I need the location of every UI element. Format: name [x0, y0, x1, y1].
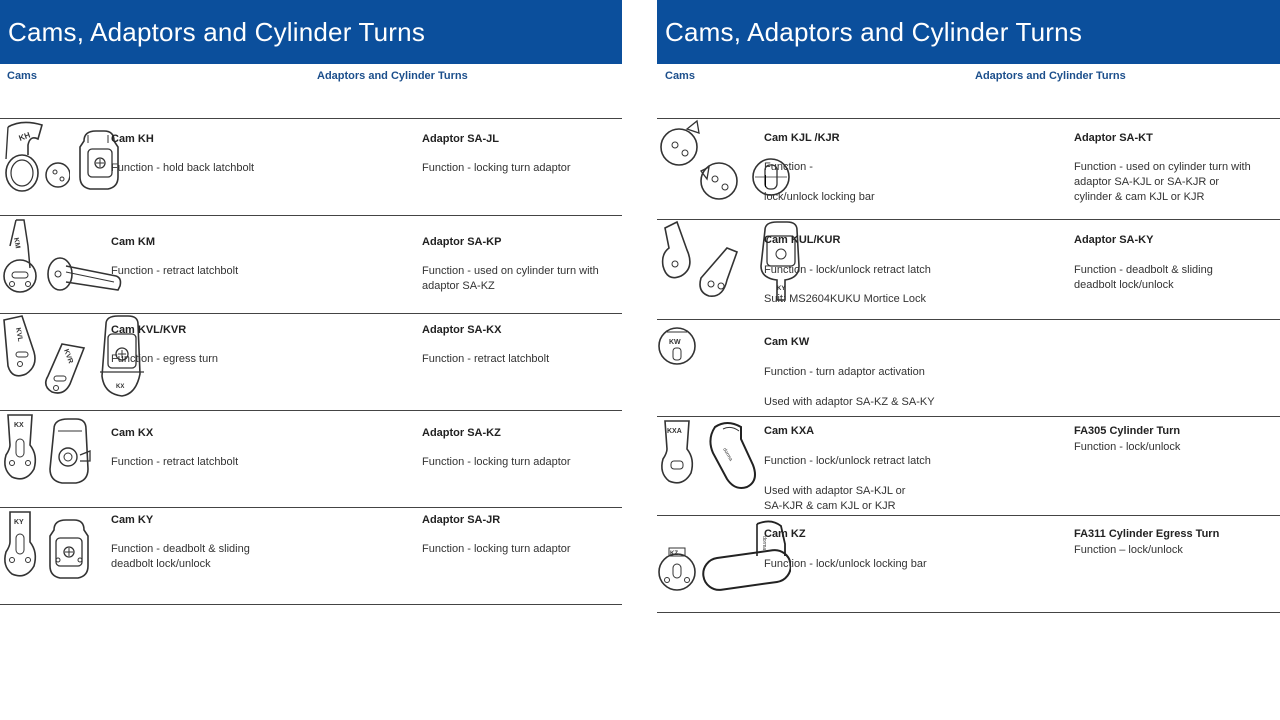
adaptors-heading: Adaptors and Cylinder Turns [975, 70, 1126, 82]
item-title: Adaptor SA-KZ [422, 427, 501, 439]
item-description: Function -lock/unlock locking bar [764, 161, 875, 203]
item-description: Function – lock/unlock [1074, 544, 1183, 556]
item-title: FA305 Cylinder Turn [1074, 425, 1181, 437]
item-description: Function - retract latchbolt [111, 265, 239, 277]
product-row: KVL KVR Cam KVL/KVR Function - egress tu… [0, 313, 622, 411]
cam-kw-drawing: KW [658, 327, 696, 365]
left-catalogue-page: Cams, Adaptors and Cylinder Turns Cams A… [0, 0, 622, 605]
adaptor-sa-kp-drawing [47, 257, 122, 291]
adaptors-heading: Adaptors and Cylinder Turns [317, 70, 468, 82]
cam-kvl-kvr-drawing: KVL KVR [3, 315, 86, 394]
cam-kw-mark: KW [669, 339, 681, 346]
right-catalogue-page: Cams, Adaptors and Cylinder Turns Cams A… [657, 0, 1280, 613]
cam-km-drawing: KM [3, 219, 37, 293]
item-title: Adaptor SA-JR [422, 514, 501, 526]
page-title-banner: Cams, Adaptors and Cylinder Turns [0, 0, 622, 64]
item-title: FA311 Cylinder Egress Turn [1074, 528, 1220, 540]
cam-kul-kur-drawing [661, 220, 739, 297]
item-title: Cam KJL /KJR [764, 132, 840, 144]
cam-kvr-mark: KVR [62, 348, 74, 364]
cam-kx-mark: KX [14, 422, 24, 429]
page-title-banner: Cams, Adaptors and Cylinder Turns [657, 0, 1280, 64]
item-title: Adaptor SA-KY [1074, 234, 1154, 246]
product-row: KW Cam KW Function - turn adaptor activa… [657, 319, 1280, 417]
item-title: Cam KW [764, 336, 810, 348]
cam-kxa-drawing: KXA [661, 420, 694, 484]
item-title: Adaptor SA-JL [422, 133, 499, 145]
adaptor-sa-kz-drawing [49, 418, 92, 484]
cam-kh-drawing: KH [5, 121, 71, 192]
item-title: Adaptor SA-KX [422, 324, 502, 336]
item-title: Cam KUL/KUR [764, 234, 841, 246]
item-description: Function - egress turn [111, 353, 218, 365]
item-description: Function - locking turn adaptor [422, 162, 571, 174]
cam-ky-drawing: KY [4, 511, 37, 577]
item-title: Cam KY [111, 514, 154, 526]
adaptor-sa-jl-drawing [79, 130, 120, 190]
item-description: Function - lock/unlock [1074, 441, 1181, 453]
adaptor-kx-mark: KX [116, 384, 124, 390]
column-headings: Cams Adaptors and Cylinder Turns [0, 64, 622, 100]
fa311-cylinder-egress-turn-drawing: dorma [702, 520, 793, 591]
cam-kvl-mark: KVL [14, 327, 23, 343]
item-description: Function - locking turn adaptor [422, 543, 571, 555]
item-description: Function - lock/unlock locking bar [764, 558, 927, 570]
item-title: Adaptor SA-KP [422, 236, 502, 248]
product-row: KH Cam KH Function - hold back latchbolt… [0, 118, 622, 216]
product-row: Cam KJL /KJR Function -lock/unlock locki… [657, 118, 1280, 220]
fa305-cylinder-turn-drawing: dorma [709, 422, 757, 489]
cam-kz-drawing: KZ [658, 547, 696, 591]
cam-kjl-kjr-drawing [660, 119, 738, 200]
adaptor-sa-kx-drawing: KX [100, 315, 145, 397]
cams-heading: Cams [665, 70, 695, 82]
product-row: KX Cam KX Function - retract latchbolt A… [0, 410, 622, 508]
item-title: Cam KVL/KVR [111, 324, 187, 336]
adaptor-ky-mark: KY [777, 286, 785, 292]
item-title: Cam KXA [764, 425, 815, 437]
item-title: Adaptor SA-KT [1074, 132, 1153, 144]
cam-ky-mark: KY [14, 519, 24, 526]
cam-kx-drawing: KX [4, 414, 37, 480]
cam-kh-mark: KH [18, 130, 32, 142]
item-description: Function - retract latchbolt [422, 353, 550, 365]
svg-text:dorma: dorma [761, 536, 767, 550]
adaptor-sa-ky-drawing: KY [760, 221, 801, 301]
item-description: Function - retract latchbolt [111, 456, 239, 468]
cams-heading: Cams [7, 70, 37, 82]
product-row: Cam KUL/KUR Function - lock/unlock retra… [657, 219, 1280, 320]
item-description: Function - hold back latchbolt [111, 162, 255, 174]
product-row: KXA Cam KXA Function - lock/unlock retra… [657, 416, 1280, 516]
svg-text:dorma: dorma [722, 447, 734, 462]
cam-kxa-mark: KXA [667, 428, 682, 435]
cam-km-mark: KM [12, 237, 21, 249]
product-row: KZ Cam KZ Function - lock/unlock locking… [657, 515, 1280, 613]
item-title: Cam KX [111, 427, 154, 439]
text-cursor [765, 175, 766, 187]
item-title: Cam KM [111, 236, 156, 248]
column-headings: Cams Adaptors and Cylinder Turns [657, 64, 1280, 100]
item-title: Cam KH [111, 133, 154, 145]
item-description: Function - locking turn adaptor [422, 456, 571, 468]
product-row: KM Cam KM Function - retract latchbolt A… [0, 215, 622, 314]
item-title: Cam KZ [764, 528, 806, 540]
cam-kz-mark: KZ [670, 551, 678, 557]
adaptor-sa-jr-drawing [49, 519, 90, 579]
